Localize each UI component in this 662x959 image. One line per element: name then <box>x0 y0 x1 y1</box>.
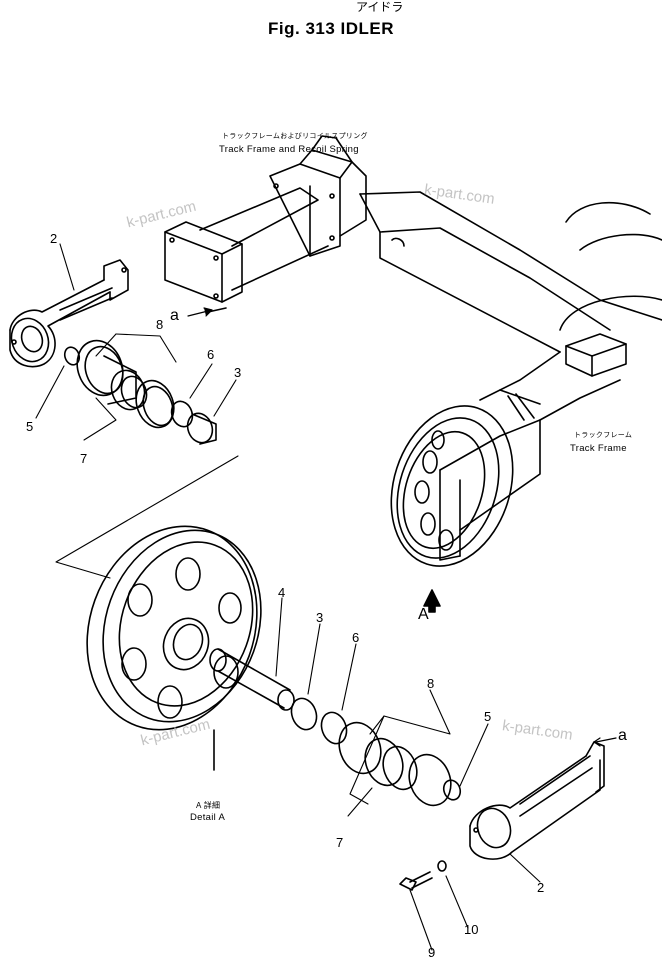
leader-lines <box>35 243 541 951</box>
track-frame-label: Track Frame <box>570 443 627 454</box>
lower-yoke <box>469 741 605 860</box>
view-a-arrow <box>423 589 441 613</box>
callout-2: 2 <box>537 880 545 895</box>
installed-idler <box>390 405 514 567</box>
a-arrows <box>187 307 617 747</box>
detail-label-jp: A 詳細 <box>196 801 221 810</box>
bolt-and-washer <box>399 860 447 891</box>
callout-4: 4 <box>278 585 286 600</box>
callout-9: 9 <box>428 945 436 959</box>
track-frame-label-jp: トラックフレーム <box>574 432 633 439</box>
callout-5: 5 <box>484 709 492 724</box>
track-frame-recoil-label: Track Frame and Recoil Spring <box>219 144 359 155</box>
upper-yoke <box>9 259 129 368</box>
callout-8: 8 <box>427 676 435 691</box>
track-frame-body <box>359 191 662 561</box>
callout-7: 7 <box>80 451 88 466</box>
recoil-spring-assembly <box>164 135 367 313</box>
idler-wheel <box>86 525 262 771</box>
callout-5: 5 <box>26 419 34 434</box>
arrow-a-label: a <box>170 307 179 324</box>
callout-3: 3 <box>234 365 242 380</box>
arrow-a-label: a <box>618 727 627 744</box>
view-a-label: A <box>418 606 429 623</box>
callout-7: 7 <box>336 835 344 850</box>
callout-3: 3 <box>316 610 324 625</box>
callout-10: 10 <box>464 922 479 937</box>
figure-title-jp: アイドラ <box>356 0 404 14</box>
callout-2: 2 <box>50 231 58 246</box>
callout-6: 6 <box>352 630 360 645</box>
upper-seals <box>63 339 217 445</box>
callout-6: 6 <box>207 347 215 362</box>
track-frame-recoil-label-jp: トラックフレームおよびリコイルスプリング <box>222 133 368 140</box>
lower-shaft-seals <box>209 648 462 807</box>
detail-label: Detail A <box>190 812 226 823</box>
callout-8: 8 <box>156 317 164 332</box>
figure-title: Fig. 313 IDLER <box>268 19 395 38</box>
